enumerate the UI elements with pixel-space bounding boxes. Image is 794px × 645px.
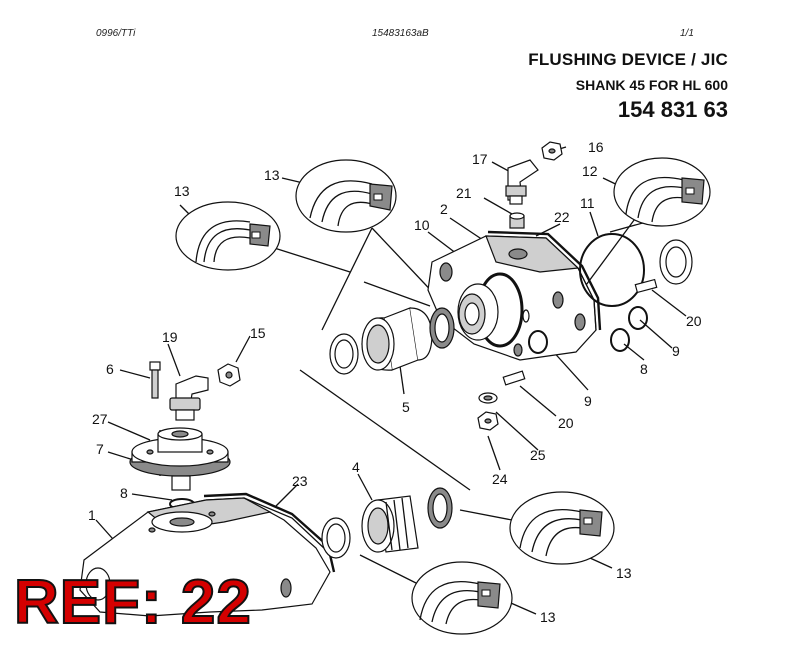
drawing-title: FLUSHING DEVICE / JIC — [528, 50, 728, 69]
callout-15: 15 — [250, 325, 266, 341]
o-ring-8-right — [610, 328, 630, 352]
callout-24: 24 — [492, 471, 508, 487]
sleeve — [361, 307, 433, 371]
callout-13-right: 13 — [616, 565, 632, 581]
callout-8-right: 8 — [640, 361, 648, 377]
inner-bushing — [457, 272, 524, 348]
document-code: 0996/TTi — [96, 28, 136, 39]
callout-2: 2 — [440, 201, 448, 217]
callout-20-right: 20 — [686, 313, 702, 329]
drawing-subtitle: SHANK 45 FOR HL 600 — [575, 77, 728, 93]
reference-stamp: REF: 22 — [13, 568, 252, 637]
callout-8-left: 8 — [120, 485, 128, 501]
part-number: 154 831 63 — [617, 97, 728, 122]
callout-9-right: 9 — [672, 343, 680, 359]
nut-15 — [217, 363, 241, 387]
seal-detail-bubble-12 — [613, 157, 711, 227]
callout-12: 12 — [582, 163, 598, 179]
callout-4: 4 — [352, 459, 360, 475]
callout-5: 5 — [402, 399, 410, 415]
callout-13-bottom: 13 — [540, 609, 556, 625]
callout-19: 19 — [162, 329, 178, 345]
seal-detail-bubble-13-left — [175, 201, 281, 271]
washer-25 — [478, 392, 498, 404]
callout-17: 17 — [472, 151, 488, 167]
callout-23: 23 — [292, 473, 308, 489]
document-reference: 15483163aB — [372, 28, 429, 39]
callout-labels: 1 2 4 5 6 7 8 8 9 9 10 11 12 13 13 13 13… — [88, 139, 702, 625]
seal-detail-bubble-13-right — [509, 491, 615, 565]
seal-ring-12 — [659, 239, 693, 285]
shank-body-1 — [79, 497, 331, 617]
seal-detail-bubble-13-top — [295, 159, 397, 233]
nut-16 — [541, 141, 563, 161]
callout-11: 11 — [580, 195, 595, 211]
fitting-21 — [509, 212, 525, 229]
o-ring-9-right — [628, 306, 648, 330]
callout-21: 21 — [456, 185, 472, 201]
callout-7: 7 — [96, 441, 104, 457]
flange-27 — [129, 427, 231, 491]
callout-27: 27 — [92, 411, 108, 427]
page-indicator: 1/1 — [680, 28, 694, 39]
callout-10: 10 — [414, 217, 430, 233]
callout-9-center: 9 — [584, 393, 592, 409]
callout-1: 1 — [88, 507, 96, 523]
ring-right-of-sleeve — [429, 307, 455, 349]
callout-22: 22 — [554, 209, 570, 225]
callout-13-top: 13 — [264, 167, 280, 183]
o-ring-11 — [579, 233, 645, 307]
seal-22 — [487, 230, 602, 331]
elbow-fitting-19 — [169, 375, 209, 421]
ring-left-of-sleeve — [329, 333, 359, 375]
pin-20-center — [502, 370, 526, 386]
seal-detail-bubble-13-bottom — [411, 561, 513, 635]
nut-24 — [477, 411, 499, 431]
elbow-fitting-17 — [505, 159, 539, 205]
bushing-4 — [321, 487, 453, 559]
callout-25: 25 — [530, 447, 546, 463]
callout-13-left: 13 — [174, 183, 190, 199]
o-ring-9-center — [528, 330, 548, 354]
callout-6: 6 — [106, 361, 114, 377]
pin-20-right — [634, 278, 658, 294]
callout-20-center: 20 — [558, 415, 574, 431]
bolt-6 — [149, 361, 161, 399]
callout-16: 16 — [588, 139, 604, 155]
